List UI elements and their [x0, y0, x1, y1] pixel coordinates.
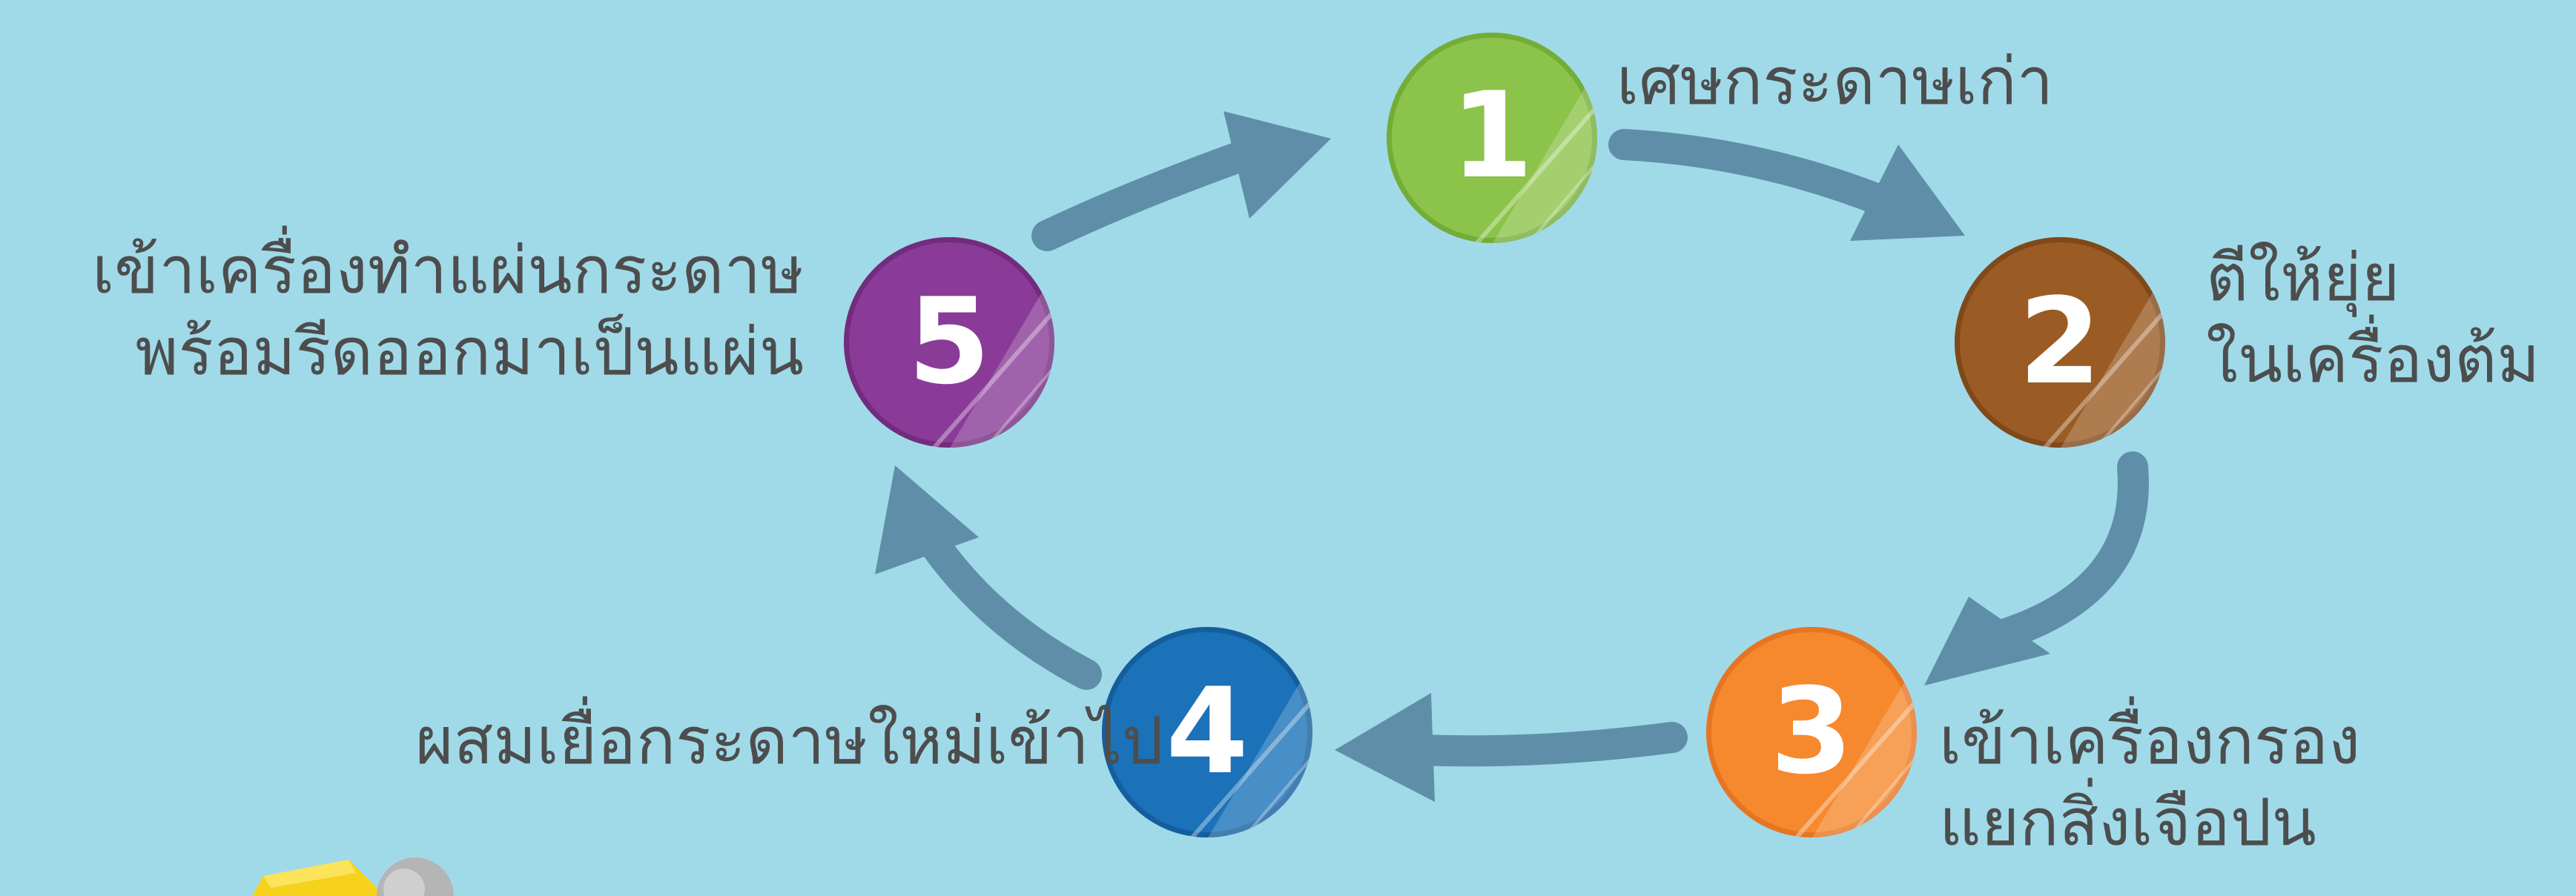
step-circle-5: 5: [844, 237, 1054, 448]
step-circle-3: 3: [1706, 627, 1917, 837]
step-number-2: 2: [2018, 272, 2101, 411]
step-number-3: 3: [1770, 662, 1852, 800]
arrow-5-to-1: [1031, 111, 1331, 251]
step-label-2: ตีให้ยุ่ย ในเครื่องต้ม: [2206, 237, 2540, 400]
step-circle-2: 2: [1955, 237, 2165, 448]
step-label-5-line-2: พร้อมรีดออกมาเป็นแผ่น: [135, 313, 804, 390]
decorative-illustration: [252, 857, 454, 896]
step-label-5-line-1: เข้าเครื่องทำแผ่นกระดาษ: [92, 232, 804, 308]
step-label-3-line-2: แยกสิ่งเจือปน: [1939, 784, 2316, 860]
arrow-1-to-2: [1608, 129, 1965, 241]
step-label-4: ผสมเยื่อกระดาษใหม่เข้าไป: [415, 700, 1163, 782]
step-number-4: 4: [1166, 662, 1248, 800]
step-label-3-line-1: เข้าเครื่องกรอง: [1939, 703, 2361, 779]
step-label-5: เข้าเครื่องทำแผ่นกระดาษ พร้อมรีดออกมาเป็…: [92, 230, 804, 393]
step-label-4-line-1: ผสมเยื่อกระดาษใหม่เข้าไป: [415, 703, 1163, 779]
step-label-2-line-1: ตีให้ยุ่ย: [2206, 239, 2400, 316]
step-circle-1: 1: [1387, 33, 1597, 243]
arrow-4-to-5: [875, 465, 1102, 690]
arrow-2-to-3: [1924, 451, 2149, 686]
step-label-1-line-1: เศษกระดาษเก่า: [1616, 43, 2054, 119]
step-label-3: เข้าเครื่องกรอง แยกสิ่งเจือปน: [1939, 700, 2360, 863]
step-label-1: เศษกระดาษเก่า: [1616, 41, 2053, 122]
cycle-arrows: [875, 111, 2149, 802]
step-label-2-line-2: ในเครื่องต้ม: [2206, 321, 2540, 397]
arrow-3-to-4: [1335, 693, 1688, 802]
step-number-1: 1: [1450, 66, 1533, 205]
step-number-5: 5: [908, 272, 990, 411]
